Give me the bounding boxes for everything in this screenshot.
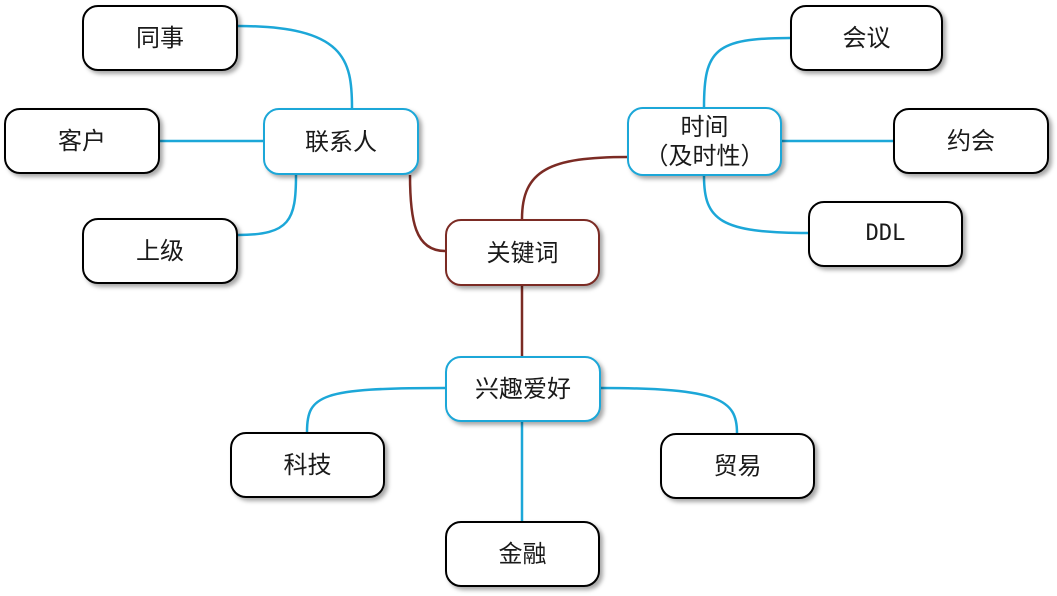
hub-node-time[interactable]: 时间 （及时性） [627,107,782,176]
edge-interests-tech [305,386,446,433]
center-node-label: 关键词 [486,238,559,267]
leaf-node-tech[interactable]: 科技 [230,432,385,498]
hub-interests-label: 兴趣爱好 [475,375,571,403]
leaf-node-trade[interactable]: 贸易 [660,433,815,499]
leaf-node-appointment[interactable]: 约会 [893,108,1049,174]
leaf-node-colleague[interactable]: 同事 [82,5,238,71]
hub-time-label: 时间 （及时性） [644,112,765,170]
leaf-finance-label: 金融 [498,540,547,568]
edge-interests-trade [600,386,739,434]
center-node-keywords[interactable]: 关键词 [445,219,600,286]
edge-time-ddl [702,175,809,235]
edge-time-meeting [702,36,791,108]
leaf-node-ddl[interactable]: DDL [808,201,963,267]
hub-contacts-label: 联系人 [305,127,377,156]
leaf-ddl-label: DDL [865,221,906,246]
edge-center-contacts [408,174,446,253]
edge-center-time [520,155,629,220]
leaf-tech-label: 科技 [283,451,332,479]
leaf-superior-label: 上级 [136,237,184,265]
leaf-node-meeting[interactable]: 会议 [790,5,943,71]
hub-node-interests[interactable]: 兴趣爱好 [445,356,601,422]
leaf-colleague-label: 同事 [136,24,184,52]
leaf-client-label: 客户 [58,127,106,155]
leaf-node-client[interactable]: 客户 [4,108,160,174]
leaf-trade-label: 贸易 [713,452,762,480]
leaf-appointment-label: 约会 [947,127,995,155]
edge-contacts-superior [237,174,298,237]
edge-contacts-colleague [237,24,354,109]
leaf-meeting-label: 会议 [842,24,891,52]
leaf-node-superior[interactable]: 上级 [82,218,238,284]
leaf-node-finance[interactable]: 金融 [445,521,600,587]
hub-node-contacts[interactable]: 联系人 [263,108,419,175]
